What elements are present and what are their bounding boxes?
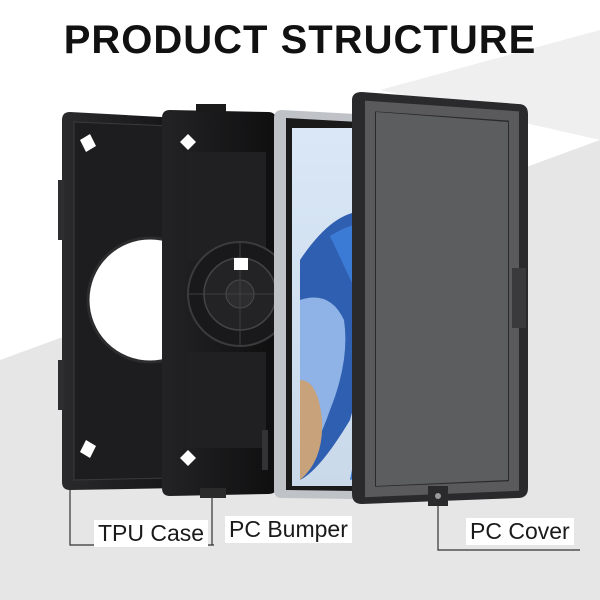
pc-bumper-label: PC Bumper xyxy=(225,516,352,543)
tpu-case-label: TPU Case xyxy=(94,520,209,547)
pc-cover-label: PC Cover xyxy=(466,518,574,545)
pc-bumper xyxy=(162,104,293,498)
pc-cover xyxy=(352,92,528,506)
page-title: PRODUCT STRUCTURE xyxy=(63,18,537,62)
